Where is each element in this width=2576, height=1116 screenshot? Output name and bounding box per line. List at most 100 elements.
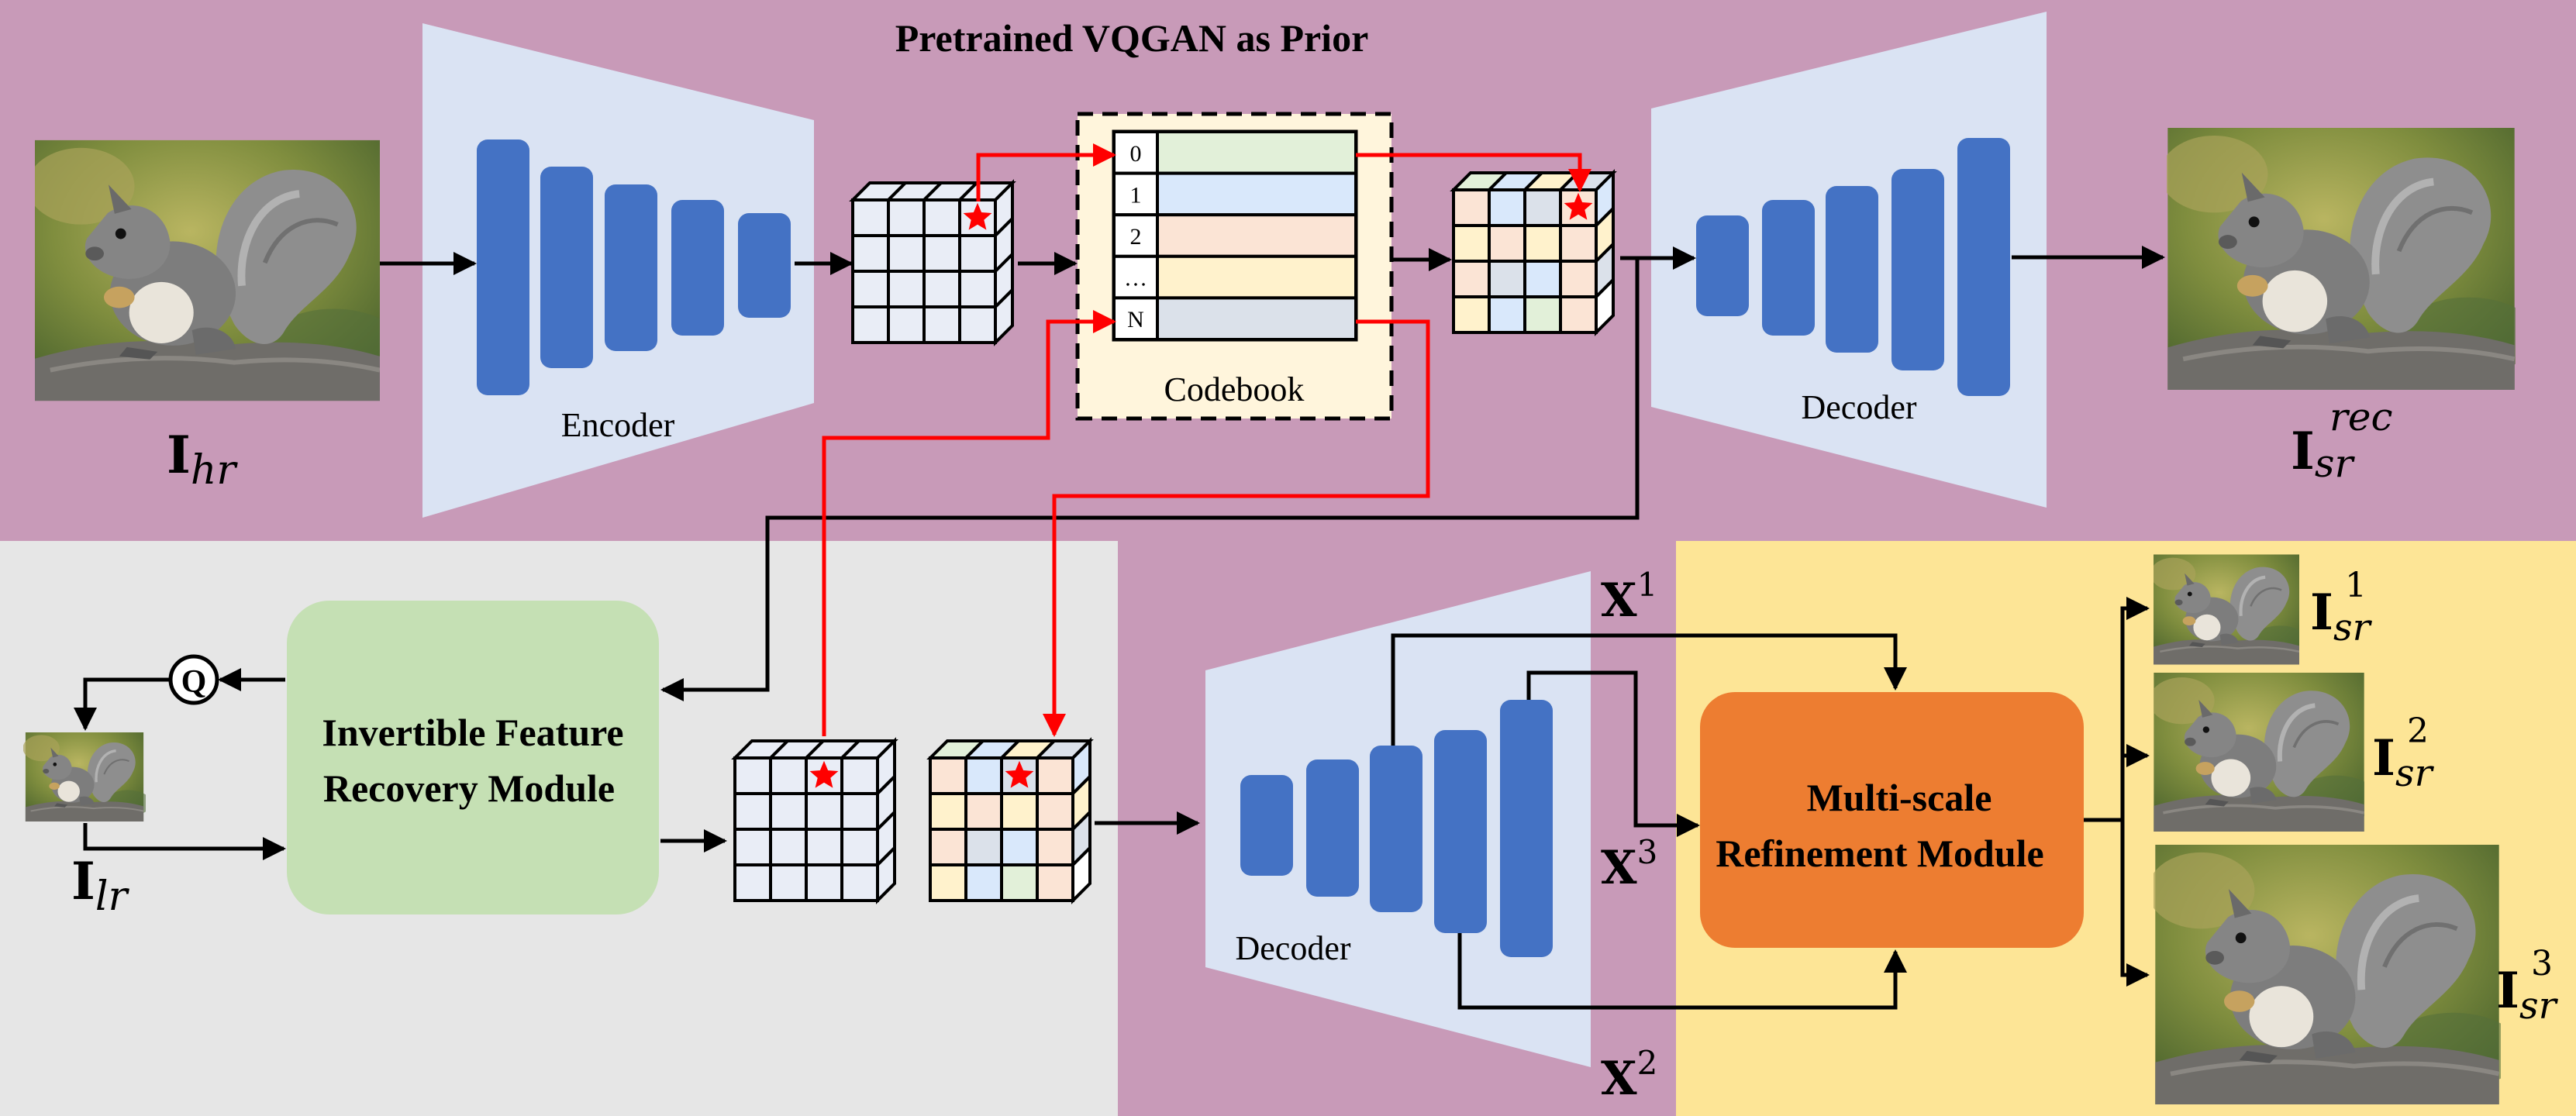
codebook-index-label: … — [1124, 266, 1147, 291]
lrq-cube-front-cell — [1000, 828, 1039, 866]
decoder-bottom-bar-1 — [1240, 775, 1293, 876]
lr-cube-front-cell — [769, 863, 808, 902]
lr-cube-front-cell — [840, 828, 879, 866]
decoder-bottom-block: Decoder — [1205, 571, 1591, 1067]
enc-cube-front-cell — [922, 234, 961, 273]
lrq-cube-front-cell — [1000, 792, 1039, 831]
codebook-index-cell — [1112, 213, 1159, 258]
lrq-cube-front-cell — [1036, 863, 1074, 902]
index-arrow-codebook-to-lr — [1043, 319, 1430, 737]
lr-cube-front-cell — [769, 756, 808, 795]
input-hr-image — [27, 140, 403, 401]
encoder-bar-2 — [540, 167, 593, 368]
lrq-cube-front-cell — [1036, 792, 1074, 831]
index-arrow-cube-to-codebook — [976, 143, 1116, 202]
i-sr1-sub: sr — [2333, 606, 2373, 649]
decoder-bottom-bar-5 — [1500, 700, 1553, 957]
lr-cube-front-cell — [733, 828, 772, 866]
lrq-cube-front-cell — [964, 828, 1003, 866]
codebook-index-label: 0 — [1130, 141, 1142, 167]
lr-cube-front-cell — [840, 792, 879, 831]
decoder-top-bar-5 — [1957, 138, 2010, 396]
index-arrows — [822, 143, 1591, 737]
output-sr3-image — [2147, 845, 2522, 1104]
codebook-entry — [1156, 254, 1357, 300]
enc-cube-front-cell — [887, 234, 926, 273]
decoder-bottom-bar-2 — [1306, 760, 1359, 897]
diagram-title: Pretrained VQGAN as Prior — [895, 16, 1369, 60]
lrq-cube-front-cell — [1000, 863, 1039, 902]
enc-cube-front-cell — [851, 270, 890, 308]
enc-cube-front-cell — [887, 270, 926, 308]
input-lr-image — [23, 732, 146, 822]
codebook-block: 012…N Codebook — [1075, 112, 1394, 421]
arrow-quantize-to-lr — [74, 677, 171, 731]
lr-cube-front-cell — [805, 863, 843, 902]
decoder-top-bar-1 — [1696, 215, 1749, 316]
x2-sup: 2 — [1637, 1044, 1658, 1082]
msrm-module — [1700, 692, 2084, 948]
arrow-x2 — [1457, 933, 1907, 1010]
quant-cube-front-cell — [1559, 260, 1598, 298]
arrow-to-sr3 — [2120, 820, 2150, 987]
lrq-cube-front-cell — [964, 756, 1003, 795]
lrq-cube-front-cell — [964, 863, 1003, 902]
quant-cube-front-cell — [1559, 295, 1598, 334]
arrow-lr-to-ifrm — [83, 823, 286, 860]
label-i-sr1: Isr1 — [2310, 566, 2373, 649]
lr-feature-cube — [731, 737, 898, 904]
encoder-block: Encoder — [422, 23, 814, 518]
lr-cube-front-cell — [733, 756, 772, 795]
lrq-cube-front-cell — [1036, 828, 1074, 866]
msrm-label-line1: Multi-scale — [1807, 776, 1992, 819]
i-sr3-sub: sr — [2519, 984, 2559, 1028]
encoder-bar-4 — [671, 200, 724, 336]
quant-cube-front-cell — [1523, 295, 1562, 334]
i-sr-rec-sub: sr — [2315, 441, 2356, 486]
enc-cube-front-cell — [958, 234, 997, 273]
i-sr2-sup: 2 — [2407, 711, 2429, 751]
star-marker — [809, 760, 839, 788]
arrow-x3 — [1526, 670, 1700, 837]
star-marker — [1005, 760, 1034, 788]
label-i-sr3: Isr3 — [2496, 944, 2559, 1028]
index-arrow-lr-to-codebook — [822, 310, 1116, 736]
i-sr-rec-base: I — [2291, 421, 2315, 481]
quant-cube-front-cell — [1452, 224, 1491, 263]
x2-base: X — [1601, 1052, 1637, 1106]
x1-base: X — [1601, 574, 1637, 628]
codebook-label: Codebook — [1164, 370, 1305, 408]
i-sr1-base: I — [2310, 584, 2333, 642]
i-hr-sub: hr — [191, 447, 238, 494]
quantized-feature-cube — [1450, 169, 1617, 336]
label-x2: X2 — [1601, 1044, 1657, 1106]
quant-cube-front-cell — [1488, 295, 1526, 334]
top-arrows — [380, 246, 2165, 701]
lr-cube-front-cell — [769, 792, 808, 831]
star-marker — [1564, 192, 1593, 220]
codebook-index-cell — [1112, 171, 1159, 217]
lr-cube-front-cell — [733, 863, 772, 902]
lrq-cube-front-cell — [929, 828, 967, 866]
encoder-bar-1 — [477, 140, 529, 395]
ifrm-label-line2: Recovery Module — [323, 766, 615, 810]
label-i-lr: Ilr — [71, 851, 130, 920]
decoder-bottom-bar-4 — [1434, 730, 1487, 933]
i-sr2-sub: sr — [2395, 752, 2435, 795]
quant-cube-front-cell — [1452, 188, 1491, 227]
refine-region-top — [1116, 535, 2576, 542]
codebook-index-label: N — [1127, 307, 1144, 332]
ifrm-label-line1: Invertible Feature — [322, 711, 623, 754]
index-arrow-codebook-to-quant — [1356, 153, 1591, 192]
multiscale-arrows — [1391, 633, 1907, 1010]
encoder-label: Encoder — [561, 406, 675, 444]
quant-cube-front-cell — [1488, 188, 1526, 227]
i-hr-base: I — [167, 425, 191, 485]
enc-cube-front-cell — [922, 198, 961, 237]
lrq-cube-front-cell — [1036, 756, 1074, 795]
codebook-index-label: 1 — [1130, 182, 1142, 208]
quant-cube-front-cell — [1488, 260, 1526, 298]
enc-cube-front-cell — [851, 198, 890, 237]
enc-cube-front-cell — [887, 198, 926, 237]
encoder-bar-5 — [738, 213, 791, 318]
